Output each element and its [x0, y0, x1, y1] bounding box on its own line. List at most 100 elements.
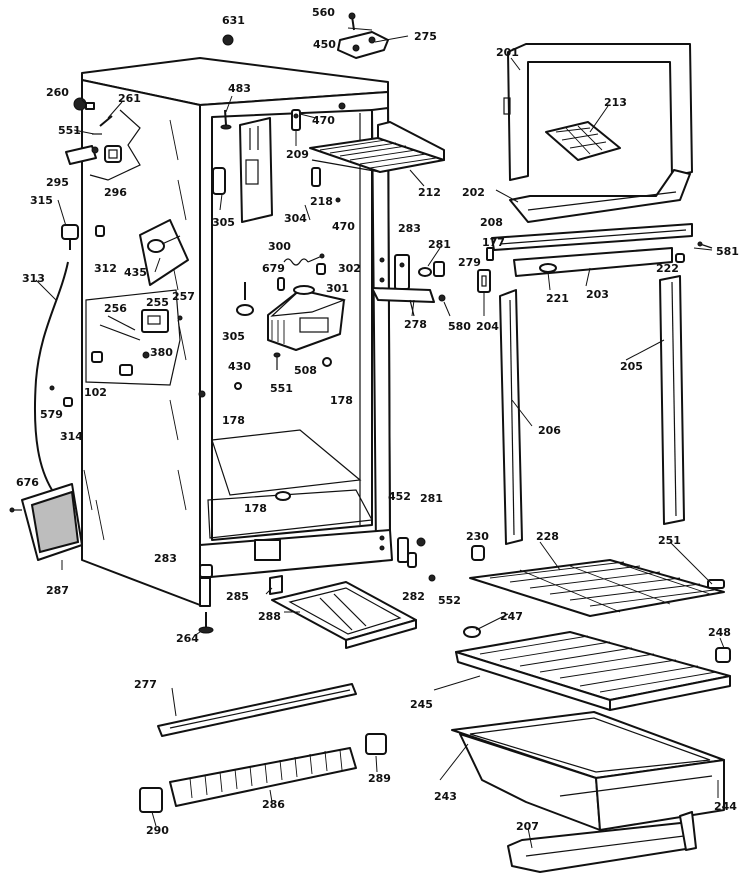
- part-483-screw: [220, 109, 232, 130]
- part-label-230: 230: [466, 530, 489, 543]
- part-label-435: 435: [124, 266, 147, 279]
- part-261-screw: [99, 115, 113, 127]
- part-label-264: 264: [176, 632, 199, 645]
- part-label-178c: 178: [244, 502, 267, 515]
- part-label-222: 222: [656, 262, 679, 275]
- part-label-296: 296: [104, 186, 127, 199]
- part-283-leveler: [199, 564, 213, 578]
- part-314: [63, 397, 73, 407]
- part-label-287: 287: [46, 584, 69, 597]
- part-label-178a: 178: [222, 414, 245, 427]
- part-435-light: [139, 219, 189, 286]
- freezer-door-frame-201: [503, 43, 693, 181]
- part-label-207: 207: [516, 820, 539, 833]
- part-248-clip: [715, 647, 731, 663]
- part-278-hinge: [371, 287, 435, 317]
- part-label-305b: 305: [222, 330, 245, 343]
- part-551-screw: [273, 352, 281, 370]
- part-label-470a: 470: [312, 114, 335, 127]
- part-580-screw: [438, 294, 446, 302]
- part-label-228: 228: [536, 530, 559, 543]
- part-label-202: 202: [462, 186, 485, 199]
- part-label-581: 581: [716, 245, 739, 258]
- control-duct-304: [239, 117, 273, 223]
- part-label-288: 288: [258, 610, 281, 623]
- part-label-315: 315: [30, 194, 53, 207]
- part-label-260: 260: [46, 86, 69, 99]
- part-285-clip: [269, 575, 283, 595]
- part-279-pin: [433, 261, 445, 277]
- ice-tray-213: [545, 121, 621, 161]
- part-label-314: 314: [60, 430, 83, 443]
- part-581-screw: [697, 241, 713, 249]
- part-579-screw: [49, 385, 55, 391]
- part-label-257: 257: [172, 290, 195, 303]
- part-label-302: 302: [338, 262, 361, 275]
- part-label-631: 631: [222, 14, 245, 27]
- part-312-clip: [95, 225, 105, 237]
- part-label-205: 205: [620, 360, 643, 373]
- part-label-508: 508: [294, 364, 317, 377]
- part-label-552: 552: [438, 594, 461, 607]
- part-287-cover: [21, 483, 83, 561]
- switch-group-outline: [89, 109, 141, 181]
- part-label-213: 213: [604, 96, 627, 109]
- part-label-580: 580: [448, 320, 471, 333]
- door-strip-203: [513, 247, 673, 277]
- part-222: [675, 253, 685, 263]
- part-label-177: 177: [482, 236, 505, 249]
- part-label-430: 430: [228, 360, 251, 373]
- part-251-clip: [707, 579, 725, 589]
- part-label-277: 277: [134, 678, 157, 691]
- part-283-hinge: [394, 254, 410, 290]
- part-313-tube: [33, 261, 69, 491]
- part-281b-washer: [416, 537, 426, 547]
- part-label-278: 278: [404, 318, 427, 331]
- part-label-243: 243: [434, 790, 457, 803]
- part-218-clip: [311, 167, 321, 187]
- part-label-305a: 305: [212, 216, 235, 229]
- part-label-261: 261: [118, 92, 141, 105]
- crisper-drawer-243: [451, 711, 725, 831]
- part-label-470b: 470: [332, 220, 355, 233]
- leader-lines: [35, 27, 725, 849]
- part-label-289: 289: [368, 772, 391, 785]
- part-label-679: 679: [262, 262, 285, 275]
- part-label-295: 295: [46, 176, 69, 189]
- part-204-hinge: [477, 269, 491, 293]
- part-label-281b: 281: [420, 492, 443, 505]
- part-label-676: 676: [16, 476, 39, 489]
- part-177: [486, 247, 494, 261]
- drawer-cover-207: [507, 811, 697, 873]
- plug-631: [222, 34, 234, 46]
- part-label-290: 290: [146, 824, 169, 837]
- part-label-206: 206: [538, 424, 561, 437]
- part-label-483: 483: [228, 82, 251, 95]
- part-281-washer: [418, 267, 432, 277]
- part-305b: [236, 282, 254, 316]
- screw-560: [348, 12, 356, 31]
- part-label-102: 102: [84, 386, 107, 399]
- part-label-285: 285: [226, 590, 249, 603]
- door-side-205: [659, 275, 685, 525]
- part-178-b: [322, 357, 332, 367]
- part-label-551b: 551: [270, 382, 293, 395]
- part-label-247: 247: [500, 610, 523, 623]
- part-552-screw: [428, 574, 436, 582]
- part-295-switch: [65, 145, 99, 165]
- part-label-283b: 283: [154, 552, 177, 565]
- part-290-clip: [139, 787, 163, 813]
- part-282: [407, 552, 417, 568]
- part-label-281a: 281: [428, 238, 451, 251]
- part-label-560: 560: [312, 6, 335, 19]
- part-230-clip: [471, 545, 485, 561]
- part-label-208: 208: [480, 216, 503, 229]
- part-264-foot: [198, 612, 214, 634]
- part-679: [277, 277, 285, 291]
- part-label-301: 301: [326, 282, 349, 295]
- part-label-275: 275: [414, 30, 437, 43]
- part-label-551a: 551: [58, 124, 81, 137]
- part-label-201: 201: [496, 46, 519, 59]
- part-label-212: 212: [418, 186, 441, 199]
